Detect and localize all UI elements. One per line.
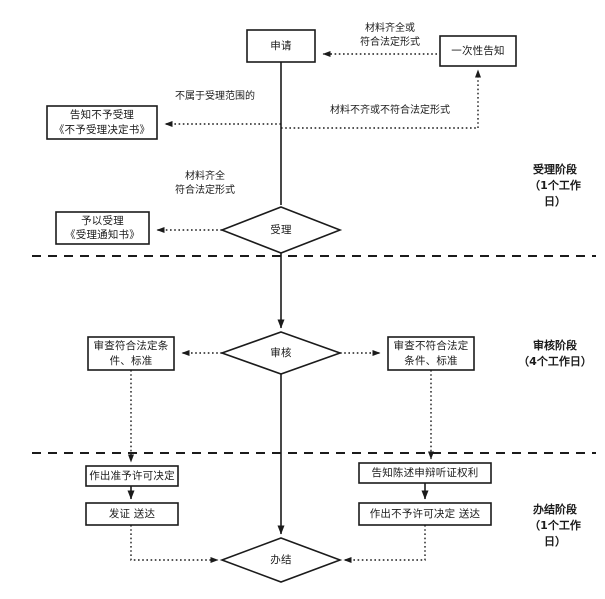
- node-complete-diamond: [219, 537, 343, 583]
- edge-label-materials-complete-legal: 材料齐全 符合法定形式: [175, 171, 235, 196]
- node-apply-box: [246, 29, 316, 63]
- node-accept-decision-diamond: [219, 206, 343, 254]
- node-one-time-notice-box: [439, 35, 517, 67]
- edge-label-materials-complete-or-legal: 材料齐全或 符合法定形式: [360, 23, 420, 48]
- edge-issue-to-complete: [130, 525, 219, 563]
- node-review-not-conform-box: [387, 336, 475, 371]
- node-review-decision-diamond: [219, 331, 343, 375]
- stage-label-acceptance: 受理阶段 （1个工作 日）: [529, 163, 581, 208]
- node-make-permit-decision-box: [85, 465, 179, 487]
- node-grant-accept-box: [55, 211, 150, 245]
- edge-label-not-in-scope: 不属于受理范围的: [175, 91, 255, 102]
- edge-label-materials-incomplete: 材料不齐或不符合法定形式: [330, 105, 450, 116]
- stage-label-review: 审核阶段 （4个工作日）: [518, 339, 592, 368]
- node-issue-deliver-box: [85, 502, 179, 526]
- node-make-no-permit-decision-box: [358, 502, 492, 526]
- stage-label-completion: 办结阶段 （1个工作 日）: [529, 503, 581, 548]
- node-notify-reject-accept-box: [46, 105, 158, 140]
- edge-no-permit-to-complete: [343, 525, 426, 563]
- node-review-conform-box: [87, 336, 175, 371]
- node-notify-rights-box: [358, 462, 492, 484]
